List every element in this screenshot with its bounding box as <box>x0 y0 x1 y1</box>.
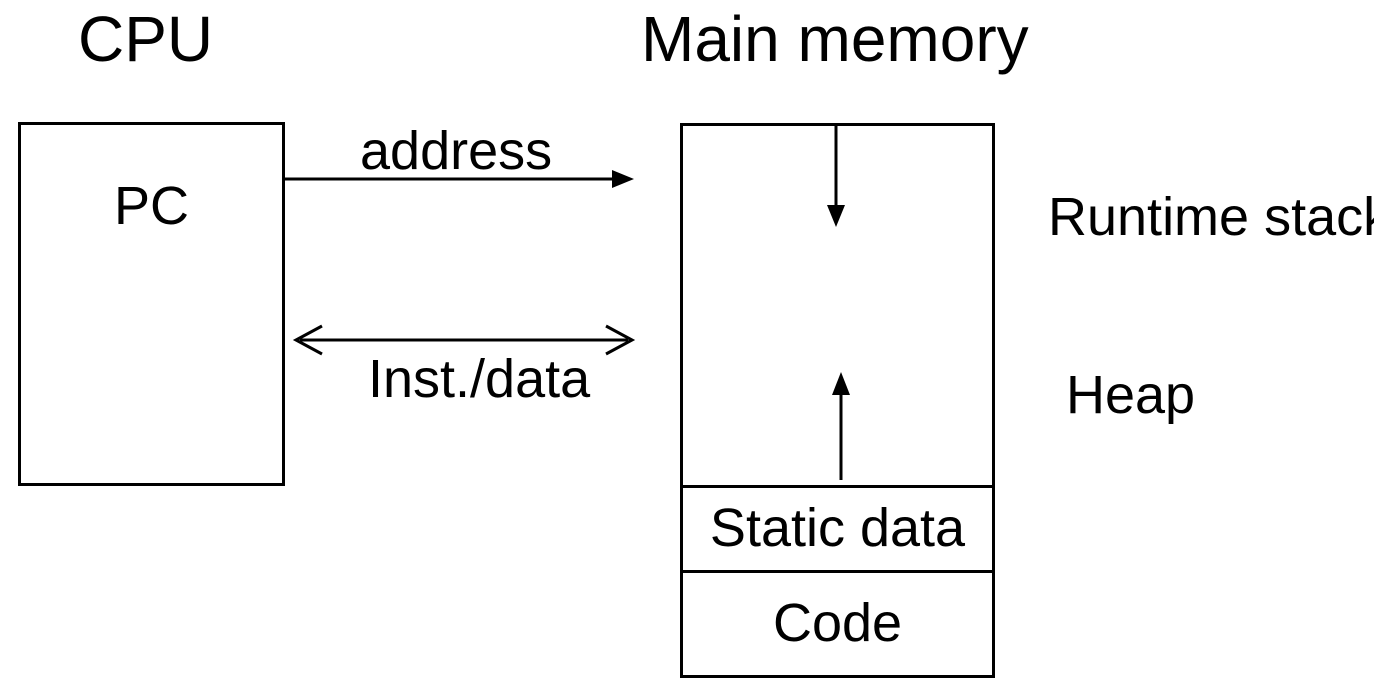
main-memory-box: Static data Code <box>680 123 995 678</box>
cpu-box: PC <box>18 122 285 486</box>
main-memory-title: Main memory <box>641 3 1029 75</box>
static-data-segment: Static data <box>683 485 992 570</box>
address-bus-label: address <box>360 121 553 181</box>
pc-register-label: PC <box>113 176 189 236</box>
inst-data-bus-label: Inst./data <box>368 349 591 409</box>
cpu-title: CPU <box>78 3 214 75</box>
stack-heap-segment <box>683 126 992 485</box>
heap-label: Heap <box>1066 365 1196 425</box>
runtime-stack-label: Runtime stack <box>1048 187 1374 247</box>
code-segment: Code <box>683 570 992 675</box>
